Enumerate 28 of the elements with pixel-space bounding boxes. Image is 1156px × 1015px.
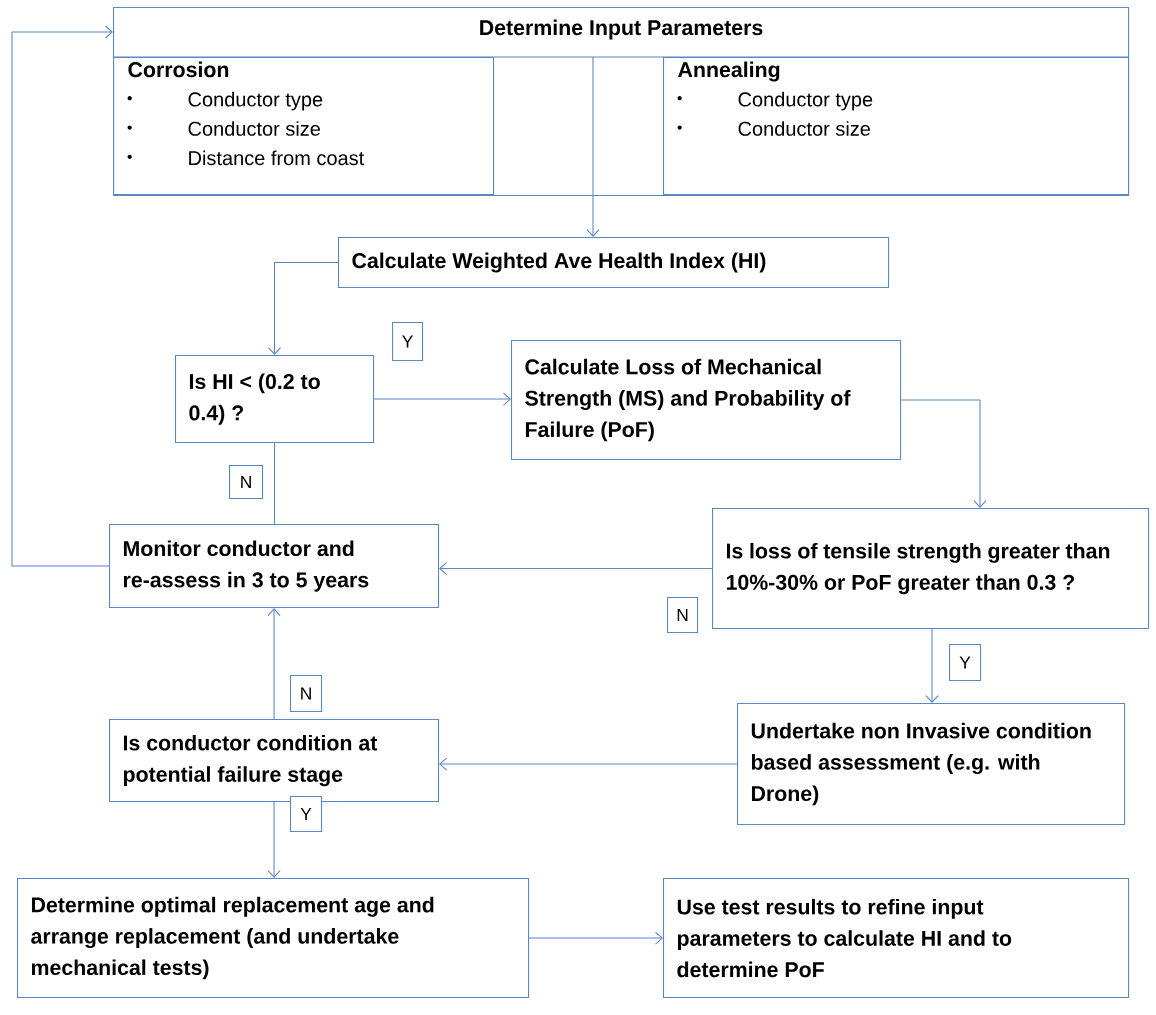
process-box: Determine optimal replacement age and arrange replacement (and undertake mechanical tests) bbox=[17, 878, 530, 999]
answer-tag: N bbox=[290, 675, 323, 713]
arrow bbox=[267, 801, 281, 878]
process-box: Is conductor condition at potential failure stage bbox=[109, 719, 440, 803]
answer-tag: Y bbox=[949, 644, 982, 682]
parameter-box: Corrosion Conductor type Conductor size Distance from coast bbox=[113, 57, 495, 196]
arrow bbox=[439, 562, 713, 576]
answer-tag: Y bbox=[290, 796, 323, 833]
process-box: Use test results to refine input parameters to calculate HI and to determine PoF bbox=[663, 878, 1130, 999]
answer-tag: N bbox=[229, 465, 264, 500]
answer-tag: N bbox=[667, 597, 699, 634]
arrow bbox=[528, 931, 663, 945]
process-box: Is loss of tensile strength greater than 10%-30% or PoF greater than 0.3 ? bbox=[712, 508, 1150, 630]
process-box: Is HI < (0.2 to 0.4) ? bbox=[175, 355, 375, 444]
arrow bbox=[925, 628, 939, 703]
parameter-box: Annealing Conductor type Conductor size bbox=[663, 57, 1130, 196]
arrow bbox=[268, 262, 339, 355]
process-box: Undertake non Invasive condition based assessment (e.g. with Drone) bbox=[737, 703, 1126, 826]
process-box: Calculate Weighted Ave Health Index (HI) bbox=[338, 237, 890, 289]
arrow bbox=[586, 195, 600, 237]
answer-tag: Y bbox=[392, 322, 424, 362]
arrow bbox=[11, 25, 113, 567]
arrow bbox=[900, 399, 987, 508]
process-box: Calculate Loss of Mechanical Strength (MS) and Probability of Failure (PoF) bbox=[511, 340, 902, 461]
process-box: Monitor conductor and re-assess in 3 to 5 years bbox=[109, 524, 440, 609]
arrow bbox=[267, 608, 281, 720]
arrow bbox=[373, 392, 511, 406]
arrow bbox=[439, 757, 738, 771]
